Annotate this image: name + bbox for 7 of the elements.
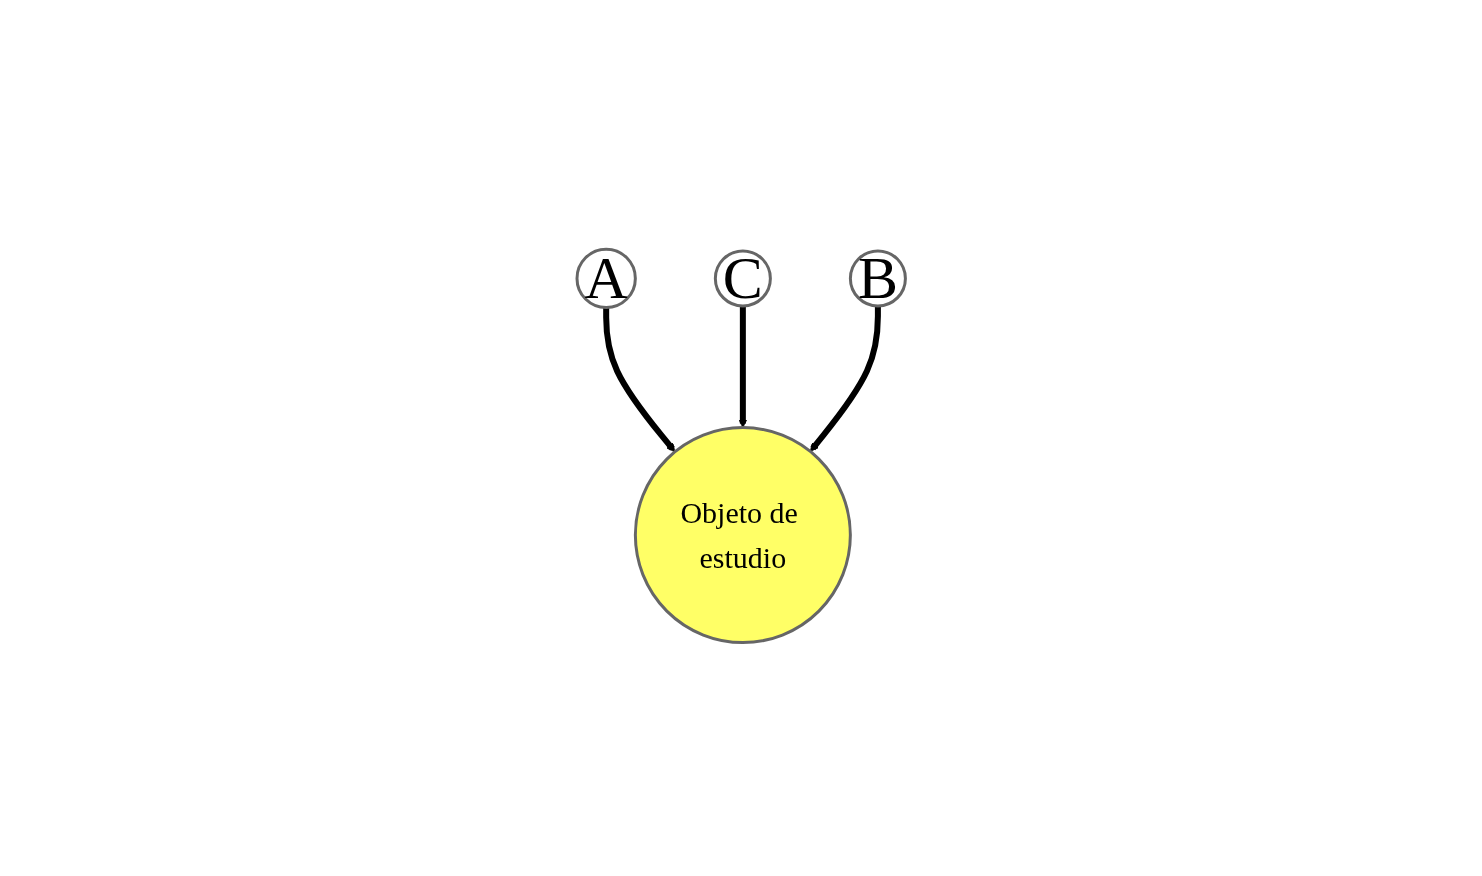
node-circle: A [575,247,637,310]
node-circle: B [848,249,907,308]
arrow [809,305,881,452]
arrow [602,307,676,453]
node-circle: Objeto de estudio [633,426,852,645]
arrow [738,305,748,428]
node-circle: C [713,249,772,308]
